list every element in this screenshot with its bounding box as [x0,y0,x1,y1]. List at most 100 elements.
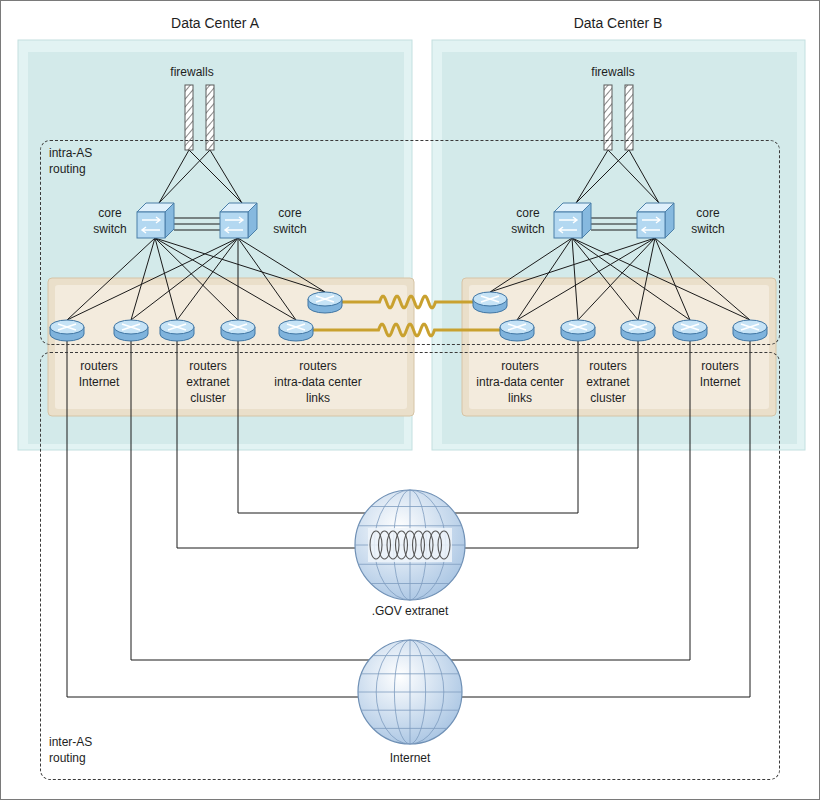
text-line: routers [274,358,361,374]
text-line: Internet [390,750,431,766]
title-label: Data Center B [574,14,663,32]
text-line: core [691,205,724,221]
switch-side [165,203,174,238]
network-cloud: .GOV extranet [340,486,480,616]
node-label: core switch [273,205,306,237]
router-group: routers extranet cluster [560,290,660,410]
link-line [67,341,369,697]
node-label: routers extranet cluster [186,358,229,406]
text-line: links [274,390,361,406]
data-center-panel: firewallscore switchcore switchrouters i… [432,8,805,450]
link-line [159,150,210,203]
text-line: core [93,205,126,221]
text-line: .GOV extranet [372,603,449,619]
router-group: routers Internet [50,290,150,395]
link-line [189,150,242,203]
icon-group [561,320,655,341]
switch-arrows [225,217,243,233]
router-arrows [229,324,247,330]
router-top [561,320,595,334]
text-line: switch [691,221,724,237]
text-line: switch [511,221,544,237]
globe-parallel [358,525,461,526]
data-center-panel: firewallscore switchcore switchrouters I… [18,8,412,450]
router-top [500,320,534,334]
router-top [733,320,767,334]
node-label: core switch [93,205,126,237]
data-center-panel-fill [28,52,404,444]
switch-front [637,212,665,238]
text-line: routers [700,358,741,374]
icon-group [137,203,174,238]
globe [358,640,462,744]
globe-parallel [358,564,461,565]
tunnel-band [368,528,452,562]
text-line: Internet [79,374,120,390]
link-line [490,238,655,320]
router-top [473,292,507,306]
node-label: inter-AS routing [49,734,92,766]
node-label: intra-AS routing [49,145,92,177]
router-group: routers extranet cluster [153,290,261,410]
icon-group [473,292,534,341]
node-label: routers intra-data center links [476,358,563,406]
router-group: routers intra-data center links [262,285,362,410]
text-line: cluster [586,390,629,406]
link-line [67,238,155,320]
router-band-fill [469,285,769,409]
router-arrows [122,324,140,330]
node-icon [340,486,480,616]
node-label: firewalls [170,64,213,80]
link-line [572,238,638,320]
text-line: routing [49,161,92,177]
switch-arrows [142,217,160,233]
router-arrows [481,296,499,302]
data-center-panel-rim [432,40,805,450]
icon-group [554,203,591,238]
text-line: inter-AS [49,734,92,750]
router-arrows [681,324,699,330]
switch-side [248,203,257,238]
node-label: .GOV extranet [372,603,449,619]
link-line [177,238,238,320]
router-arrows [287,324,305,330]
tunnel-coil [438,531,450,559]
router-top [279,320,313,334]
text-line: switch [273,221,306,237]
router-arrows [569,324,587,330]
text-line: core [273,205,306,221]
text-line: intra-data center [274,374,361,390]
core-switch: core switch [85,196,180,252]
data-center-panel-rim [18,40,412,450]
icon-group [355,490,465,600]
router-top [308,292,342,306]
node-label: core switch [511,205,544,237]
node-label: Internet [390,750,431,766]
router-top [50,320,84,334]
text-line: firewalls [170,64,213,80]
router-arrows [168,324,186,330]
switch-side [665,203,674,238]
globe-parallel [373,655,447,656]
switch-side [582,203,591,238]
globe-parallel [361,710,458,711]
link-line [155,238,325,320]
router-band [462,278,776,416]
router-group: routers intra-data center links [468,285,573,410]
title-label: Data Center A [171,14,259,32]
router-group: routers Internet [665,290,770,395]
link-line [608,150,659,203]
node-label: routers extranet cluster [586,358,629,406]
link-line [67,238,238,320]
node-label: firewalls [591,64,634,80]
link-line [572,238,750,320]
link-line [455,341,638,548]
switch-arrows [559,217,577,233]
globe-parallel [371,583,450,584]
router-top [673,320,707,334]
switch-front [554,212,582,238]
text-line: routers [586,358,629,374]
text-line: firewalls [591,64,634,80]
